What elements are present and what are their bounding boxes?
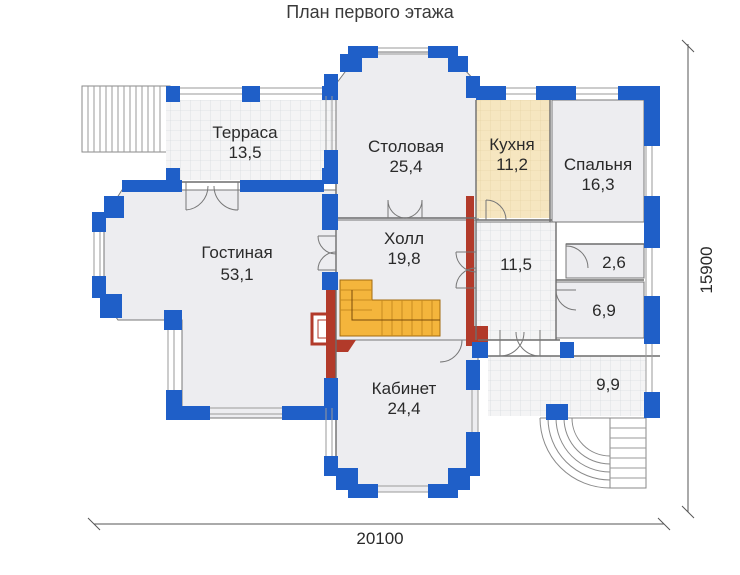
office-area: 24,4	[387, 399, 420, 418]
dimension-lines	[87, 39, 695, 531]
porch-area: 9,9	[596, 375, 620, 394]
bedroom-floor	[551, 99, 645, 223]
door-swings	[185, 182, 589, 363]
dining-room-floor	[335, 51, 479, 221]
living-area: 53,1	[220, 265, 253, 284]
kitchen-name: Кухня	[489, 135, 535, 154]
fireplace	[310, 286, 356, 378]
hall-area: 19,8	[387, 249, 420, 268]
bath-area: 2,6	[602, 253, 626, 272]
staircase	[339, 279, 441, 337]
hall-name: Холл	[384, 229, 424, 248]
chimney-block	[470, 326, 488, 344]
storage-floor	[555, 281, 645, 339]
storage-area: 6,9	[592, 301, 616, 320]
terrace-stairs	[81, 85, 171, 153]
terrace-floor	[166, 100, 336, 180]
living-room-floor	[103, 189, 337, 419]
dining-name: Столовая	[368, 137, 444, 156]
porch-floor	[566, 356, 646, 416]
interior-walls	[166, 100, 660, 470]
living-name: Гостиная	[201, 243, 272, 262]
kitchen-floor	[476, 100, 550, 218]
porch-side-stairs	[609, 417, 647, 489]
office-name: Кабинет	[372, 379, 437, 398]
corridor-floor	[475, 221, 557, 341]
room-labels: Терраса 13,5 Столовая 25,4 Кухня 11,2 Сп…	[201, 123, 632, 418]
kitchen-area: 11,2	[496, 155, 528, 174]
windows	[93, 47, 653, 493]
plan-title: План первого этажа	[286, 2, 454, 22]
bedroom-name: Спальня	[564, 155, 632, 174]
bedroom-area: 16,3	[581, 175, 614, 194]
terrace-name: Терраса	[212, 123, 278, 142]
terrace-area: 13,5	[228, 143, 261, 162]
porch-steps	[539, 417, 611, 489]
depth-dimension: 15900	[697, 246, 716, 293]
dining-area: 25,4	[389, 157, 422, 176]
exterior-walls	[92, 46, 660, 498]
width-dimension: 20100	[356, 529, 403, 548]
corridor-area: 11,5	[500, 255, 532, 274]
